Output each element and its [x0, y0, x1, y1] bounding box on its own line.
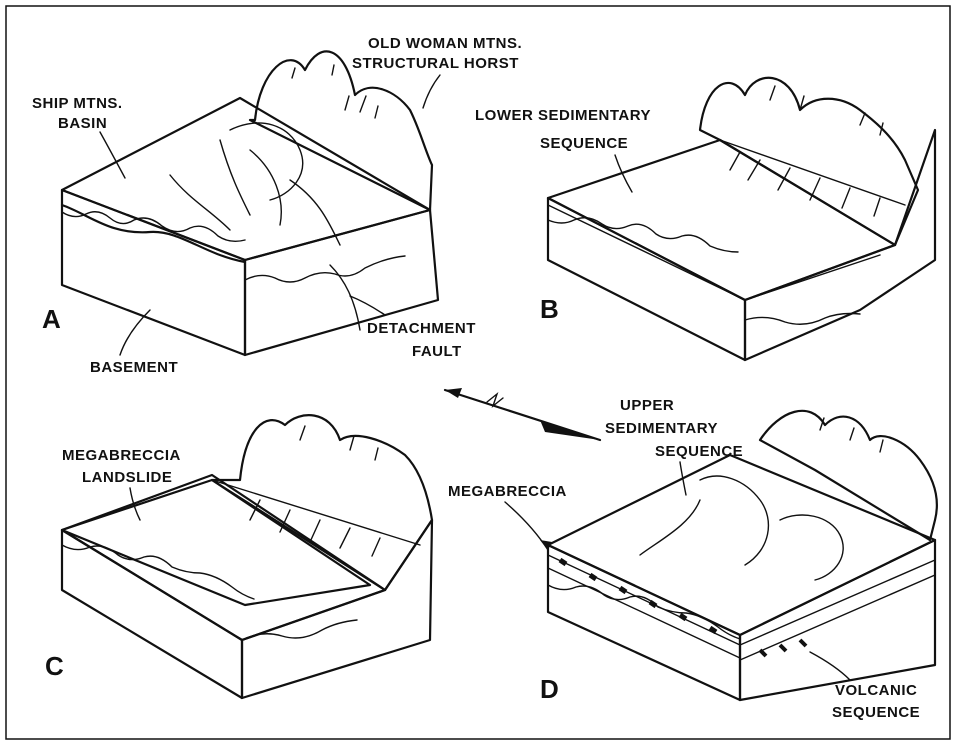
panel-letter-d: D	[540, 674, 559, 704]
structural-horst-label: STRUCTURAL HORST	[352, 55, 519, 72]
lower-sequence-label: SEQUENCE	[540, 135, 628, 152]
volcanic-sequence-label: SEQUENCE	[832, 704, 920, 721]
upper-sequence-label: SEQUENCE	[655, 443, 743, 460]
ship-mtns-label: SHIP MTNS.	[32, 95, 123, 112]
fault-label: FAULT	[412, 343, 462, 360]
panel-letter-b: B	[540, 294, 559, 324]
detachment-label: DETACHMENT	[367, 320, 476, 337]
lower-sedimentary-label: LOWER SEDIMENTARY	[475, 107, 651, 124]
basin-label: BASIN	[58, 115, 107, 132]
megabreccia-leader	[505, 502, 548, 550]
north-arrow-icon	[445, 388, 600, 440]
megabreccia-label: MEGABRECCIA	[448, 483, 567, 500]
upper-sedimentary-label: SEDIMENTARY	[605, 420, 718, 437]
megabreccia-arrowhead	[540, 540, 552, 550]
panel-letter-a: A	[42, 304, 61, 334]
ship-basin-leader	[100, 132, 125, 178]
volcanic-leader	[810, 652, 850, 680]
megabreccia-landslide-label-2: LANDSLIDE	[82, 469, 172, 486]
megabreccia-landslide-label-1: MEGABRECCIA	[62, 447, 181, 464]
old-woman-mtns-label: OLD WOMAN MTNS.	[368, 35, 522, 52]
horst-leader	[423, 75, 440, 108]
panel-letter-c: C	[45, 651, 64, 681]
upper-label: UPPER	[620, 397, 674, 414]
basement-label: BASEMENT	[90, 359, 178, 376]
detachment-leader	[350, 296, 385, 315]
volcanic-label: VOLCANIC	[835, 682, 917, 699]
